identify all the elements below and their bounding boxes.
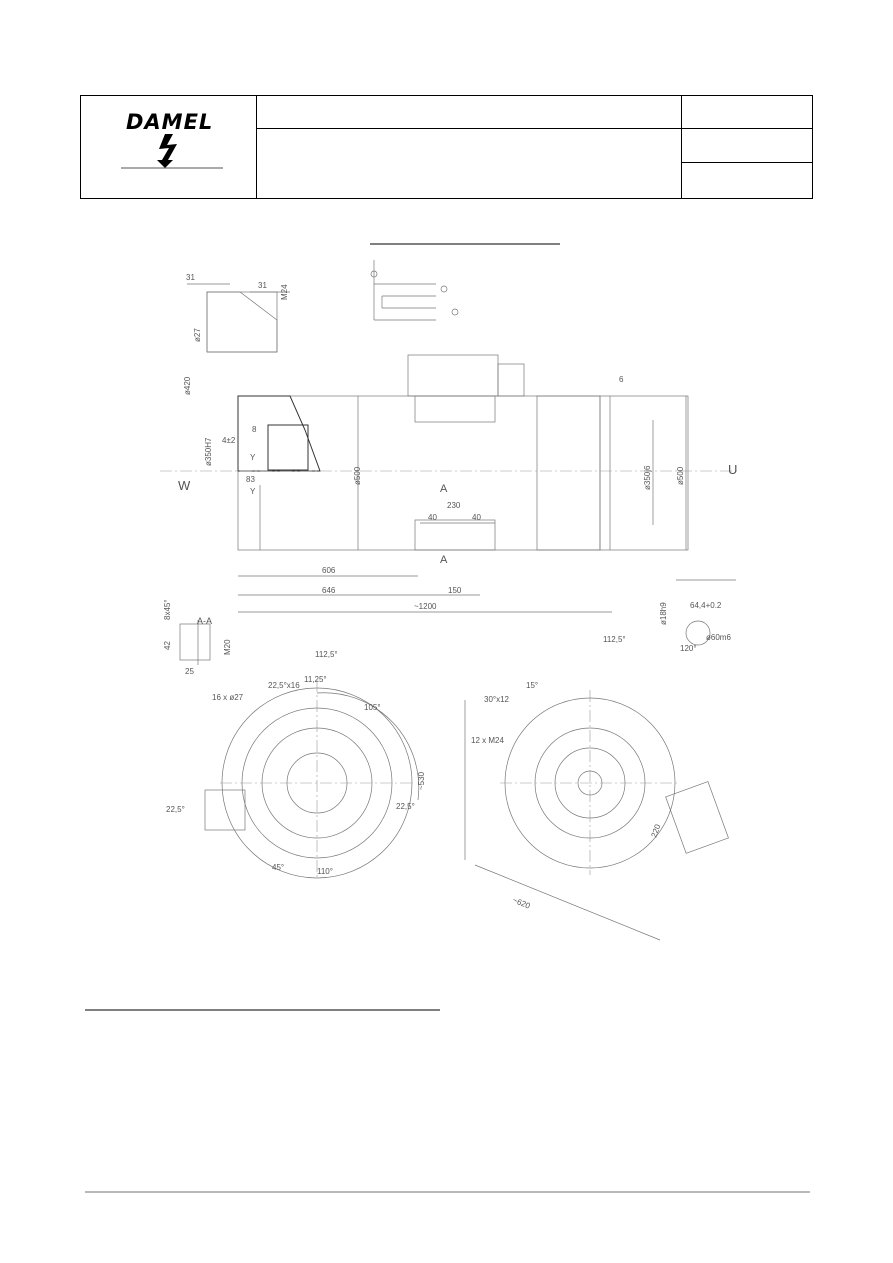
view-mark: W (178, 478, 191, 493)
divider (681, 162, 812, 163)
dim-label: ø27 (193, 328, 202, 342)
dim-label: ø350j6 (643, 465, 652, 490)
section-mark: A (440, 554, 448, 566)
dim-label: M24 (280, 284, 289, 300)
lightning-arrow-icon (121, 134, 223, 169)
section-mark: Y (250, 453, 256, 462)
dim-label: ø500 (353, 466, 362, 485)
hole-callout: 12 x M24 (471, 736, 504, 745)
dim-label: 22,5°x16 (268, 681, 300, 690)
dim-label: 42 (163, 641, 172, 650)
wiring-schematic (370, 260, 459, 321)
dim-label: 25 (185, 667, 194, 676)
dim-label: 4±2 (222, 436, 236, 445)
dim-label: ø18h9 (659, 602, 668, 625)
view-mark: U (728, 462, 737, 477)
motor-side-view (160, 354, 740, 613)
dim-label: ~620 (511, 896, 532, 911)
dim-label: 45° (272, 863, 284, 872)
dim-label: 606 (322, 566, 336, 575)
divider (681, 96, 682, 198)
dim-label: 220 (649, 823, 662, 839)
dim-label: 110° (317, 867, 333, 876)
flange-view-left (204, 680, 420, 880)
shaft-key-section (676, 579, 736, 646)
dim-label: 22,5° (396, 802, 415, 811)
dim-label: 150 (448, 586, 462, 595)
dim-label: 120° (680, 644, 697, 653)
title-block: DAMEL (80, 95, 813, 199)
dim-label: 15° (526, 681, 538, 690)
dim-label: ø350H7 (204, 437, 213, 466)
dim-label: ~1200 (414, 602, 437, 611)
logo-text: DAMEL (126, 110, 214, 134)
dim-label: 83 (246, 475, 255, 484)
dim-label: ø500 (676, 466, 685, 485)
rotation-label: 112,5° (315, 650, 338, 659)
detail-section (187, 283, 290, 353)
dim-label: 64,4+0.2 (690, 601, 722, 610)
divider (256, 96, 257, 198)
dim-label: 8 (252, 425, 257, 434)
section-a-a (179, 620, 211, 665)
section-mark: A (440, 483, 448, 495)
dim-label: 31 (258, 281, 267, 290)
dim-label: 105° (364, 703, 381, 712)
dim-label: 6 (619, 375, 624, 384)
dim-label: 11,25° (304, 675, 327, 684)
dim-label: 22,5° (166, 805, 185, 814)
divider (256, 128, 812, 129)
rotation-label: 112,5° (603, 635, 626, 644)
dim-label: ø420 (183, 376, 192, 395)
flange-view-right (464, 690, 729, 941)
section-mark: Y (250, 487, 256, 496)
dim-label: ø60m6 (706, 633, 731, 642)
damel-logo: DAMEL (121, 104, 231, 174)
dim-label: 40 (428, 513, 437, 522)
dim-label: 30°x12 (484, 695, 510, 704)
dim-label: M20 (223, 639, 232, 655)
dim-label: ~530 (417, 771, 426, 790)
section-title: A-A (197, 616, 212, 626)
dim-label: 646 (322, 586, 336, 595)
dim-label: 40 (472, 513, 481, 522)
dim-label: 31 (186, 273, 195, 282)
hole-callout: 16 x ø27 (212, 693, 244, 702)
dim-label: 230 (447, 501, 461, 510)
dim-label: 8x45° (163, 599, 172, 620)
